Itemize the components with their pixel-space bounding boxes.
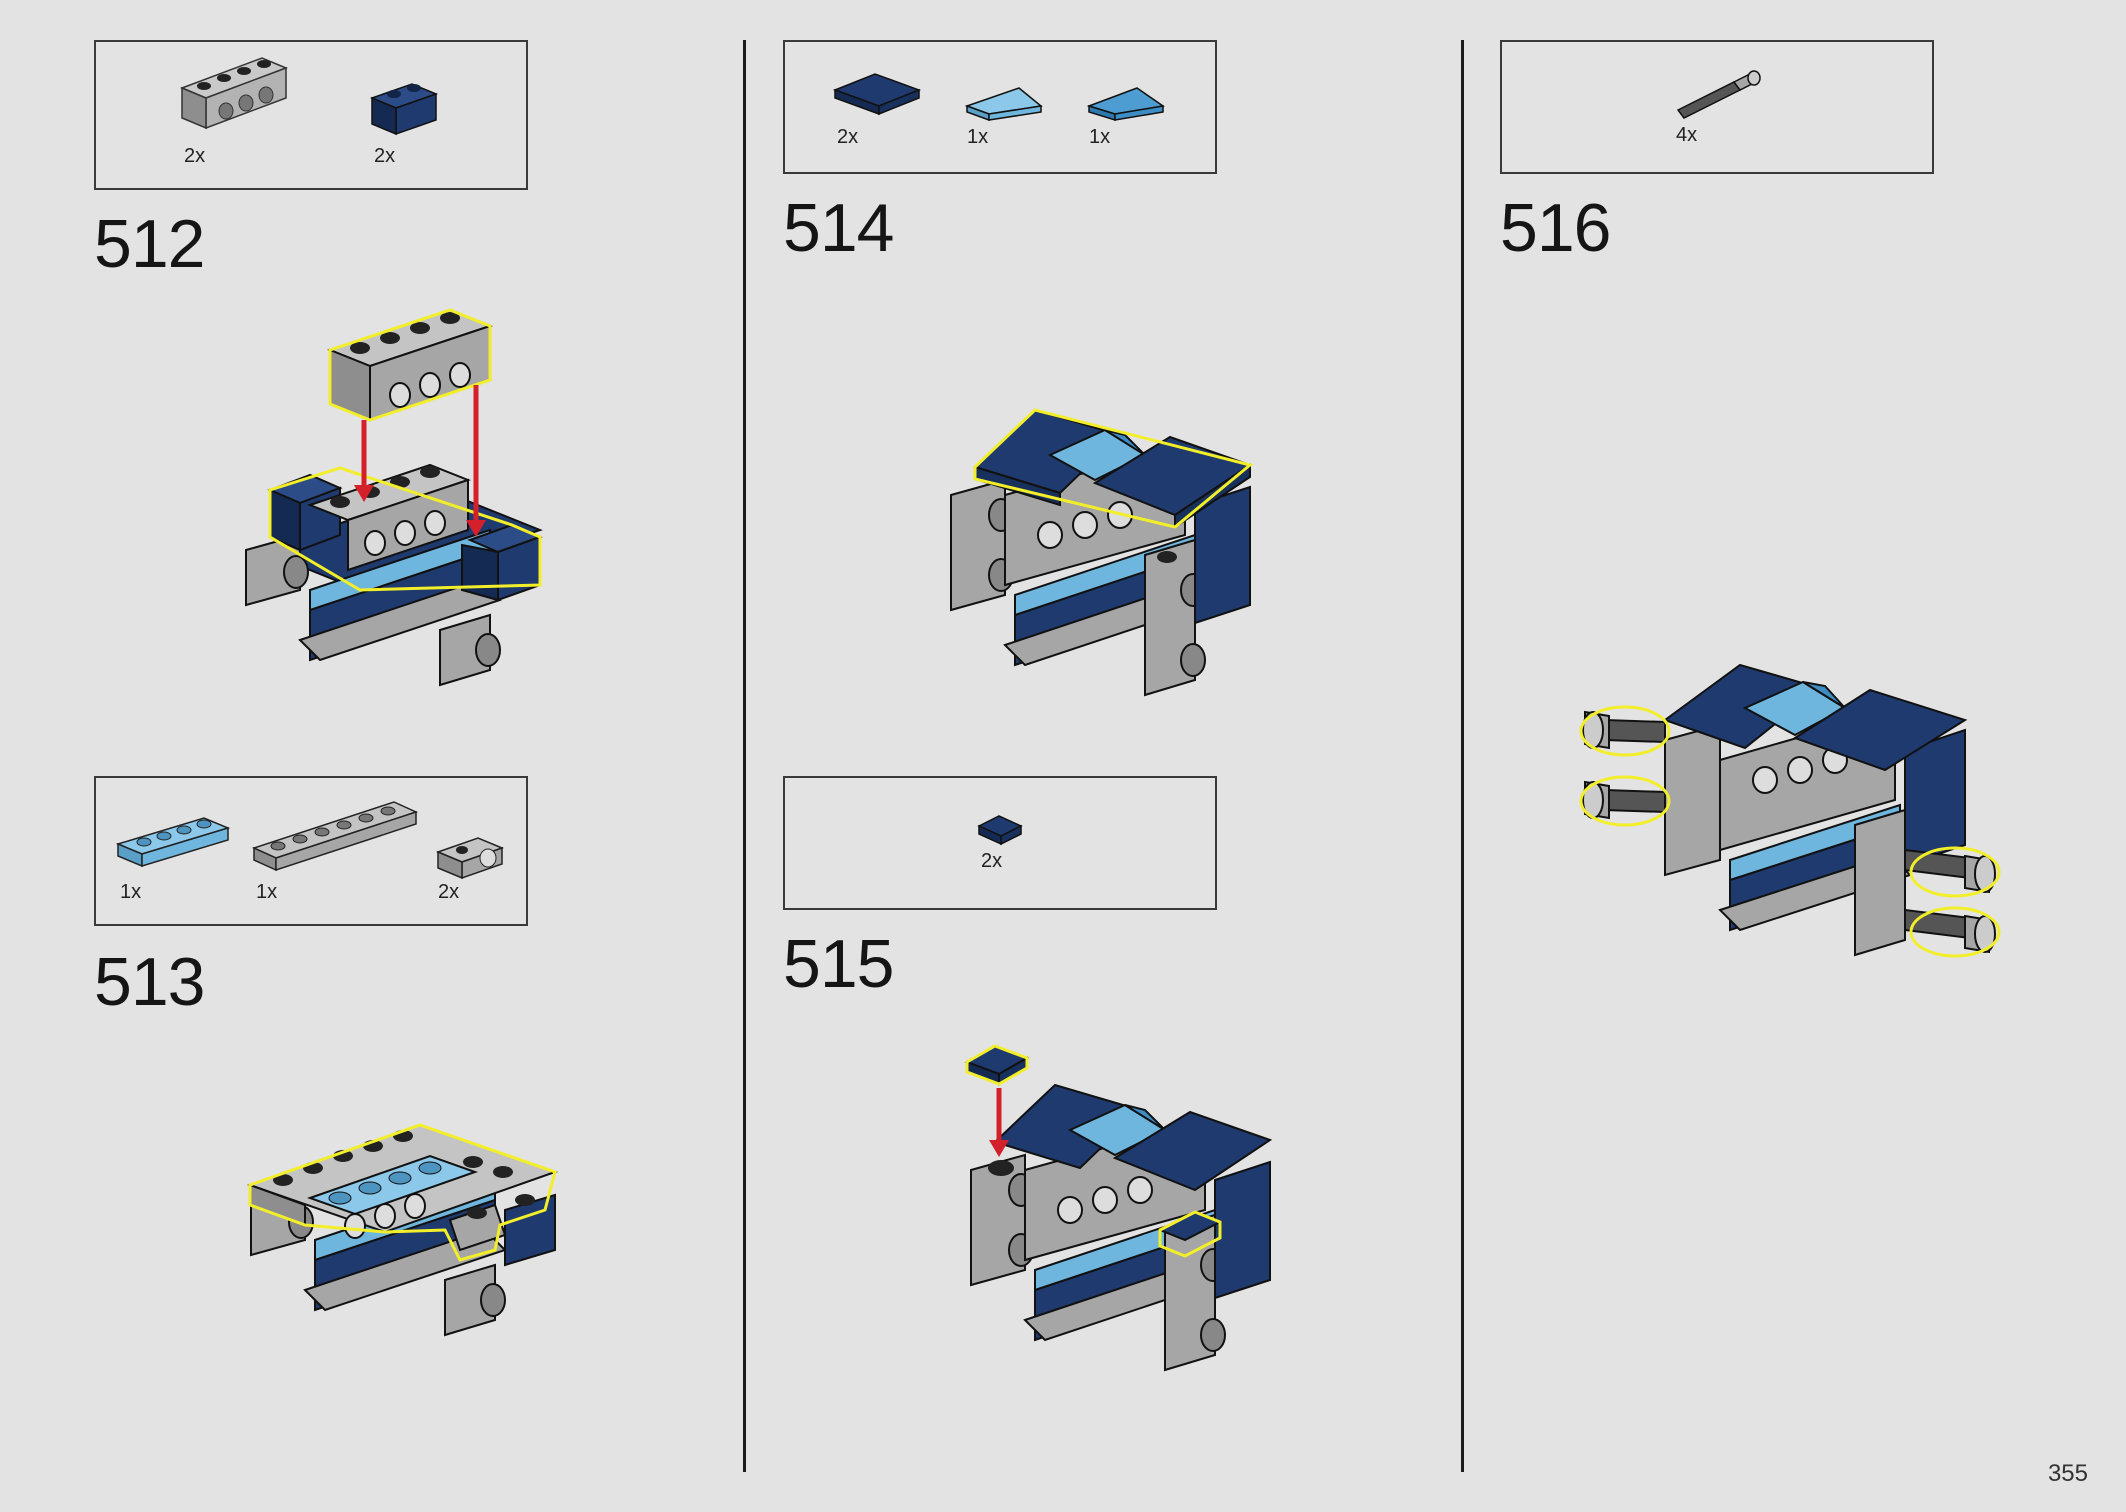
light-gray-technic-brick-1x4-icon xyxy=(179,57,289,130)
parts-list-box: 4x xyxy=(1500,40,1934,174)
dark-blue-tile-2x2-icon xyxy=(832,73,922,116)
parts-list-box: 2x 2x xyxy=(94,40,528,190)
column-divider-1 xyxy=(743,40,746,1472)
light-gray-plate-1x6-icon xyxy=(251,801,419,872)
part-quantity: 2x xyxy=(837,126,859,148)
step-513-assembly-illustration xyxy=(246,1123,559,1337)
part-quantity: 2x xyxy=(184,145,206,167)
step-number: 513 xyxy=(94,944,205,1020)
step-number: 515 xyxy=(783,926,894,1002)
technic-axle-pin-icon xyxy=(1676,70,1761,119)
part-quantity: 1x xyxy=(1089,126,1111,148)
part-quantity: 2x xyxy=(374,145,396,167)
step-number: 516 xyxy=(1500,190,1611,266)
column-divider-2 xyxy=(1461,40,1464,1472)
part-quantity: 1x xyxy=(256,881,278,903)
step-number: 514 xyxy=(783,190,894,266)
dark-azure-wedge-tile-right-icon xyxy=(1086,87,1165,122)
medium-azure-plate-1x4-icon xyxy=(115,817,231,868)
part-quantity: 2x xyxy=(981,850,1003,872)
part-quantity: 4x xyxy=(1676,124,1698,146)
part-quantity: 1x xyxy=(967,126,989,148)
dark-blue-brick-1x2-icon xyxy=(369,83,439,136)
dark-blue-tile-1x1-icon xyxy=(977,815,1023,846)
parts-list-box: 2x xyxy=(783,776,1217,910)
page-number: 355 xyxy=(2047,1460,2088,1487)
light-gray-bracket-plate-icon xyxy=(435,837,505,880)
part-quantity: 2x xyxy=(438,881,460,903)
parts-list-box: 2x 1x 1x xyxy=(783,40,1217,174)
step-516-assembly-illustration xyxy=(1579,663,2001,958)
step-515-assembly-illustration xyxy=(964,1044,1273,1372)
medium-azure-wedge-tile-left-icon xyxy=(964,87,1043,122)
part-quantity: 1x xyxy=(120,881,142,903)
parts-list-box: 1x 1x 2x xyxy=(94,776,528,926)
axle-pin-highlight xyxy=(1582,710,1666,820)
step-512-assembly-illustration xyxy=(245,308,543,687)
step-514-assembly-illustration xyxy=(950,408,1254,697)
step-number: 512 xyxy=(94,206,205,282)
